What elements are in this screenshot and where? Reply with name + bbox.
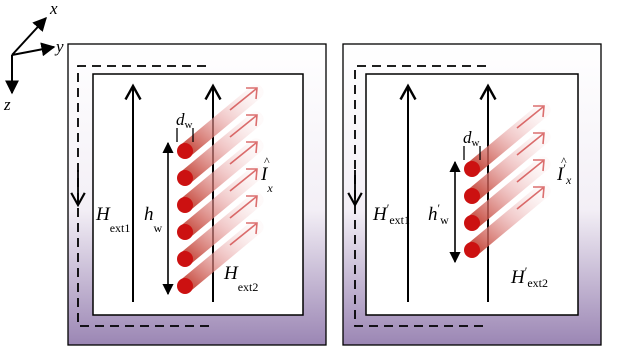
label-i-x: Ix bbox=[260, 164, 273, 195]
wire bbox=[464, 183, 551, 258]
label-h-ext2: Hext2 bbox=[223, 263, 258, 294]
label-i-x: I′x bbox=[556, 161, 572, 187]
wire bbox=[177, 219, 264, 294]
label-i-hat: ^ bbox=[264, 154, 270, 168]
label-d-w: dw bbox=[176, 110, 193, 131]
spacing-marker bbox=[463, 146, 481, 160]
label-h-ext1: Hext1 bbox=[95, 204, 130, 235]
panel-left: dw hw Hext1 Hext2 ^ Ix bbox=[67, 43, 327, 346]
label-h-ext1: H′ext1 bbox=[372, 201, 410, 227]
spacing-marker bbox=[176, 128, 194, 142]
label-h-w: h′w bbox=[428, 201, 449, 227]
x-axis-arrow bbox=[11, 16, 47, 56]
axis-triad: x y z bbox=[3, 0, 64, 114]
wire bbox=[177, 192, 264, 267]
wire bbox=[177, 165, 264, 240]
panel-right: dw h′w H′ext1 H′ext2 ^ I′x bbox=[342, 43, 602, 346]
label-h-w: hw bbox=[144, 204, 163, 235]
wire bbox=[177, 138, 264, 213]
z-axis-label: z bbox=[3, 95, 11, 114]
wire bbox=[177, 111, 264, 186]
label-i-hat: ^ bbox=[561, 154, 567, 168]
y-axis-label: y bbox=[54, 37, 64, 56]
wire bbox=[177, 84, 264, 159]
wire bbox=[464, 129, 551, 204]
current-wires bbox=[464, 102, 551, 258]
wire bbox=[464, 156, 551, 231]
current-wires bbox=[177, 84, 264, 294]
label-d-w: dw bbox=[463, 128, 480, 149]
wire bbox=[464, 102, 551, 177]
x-axis-label: x bbox=[49, 0, 58, 18]
y-axis-arrow bbox=[11, 42, 56, 57]
label-h-ext2: H′ext2 bbox=[510, 264, 548, 290]
